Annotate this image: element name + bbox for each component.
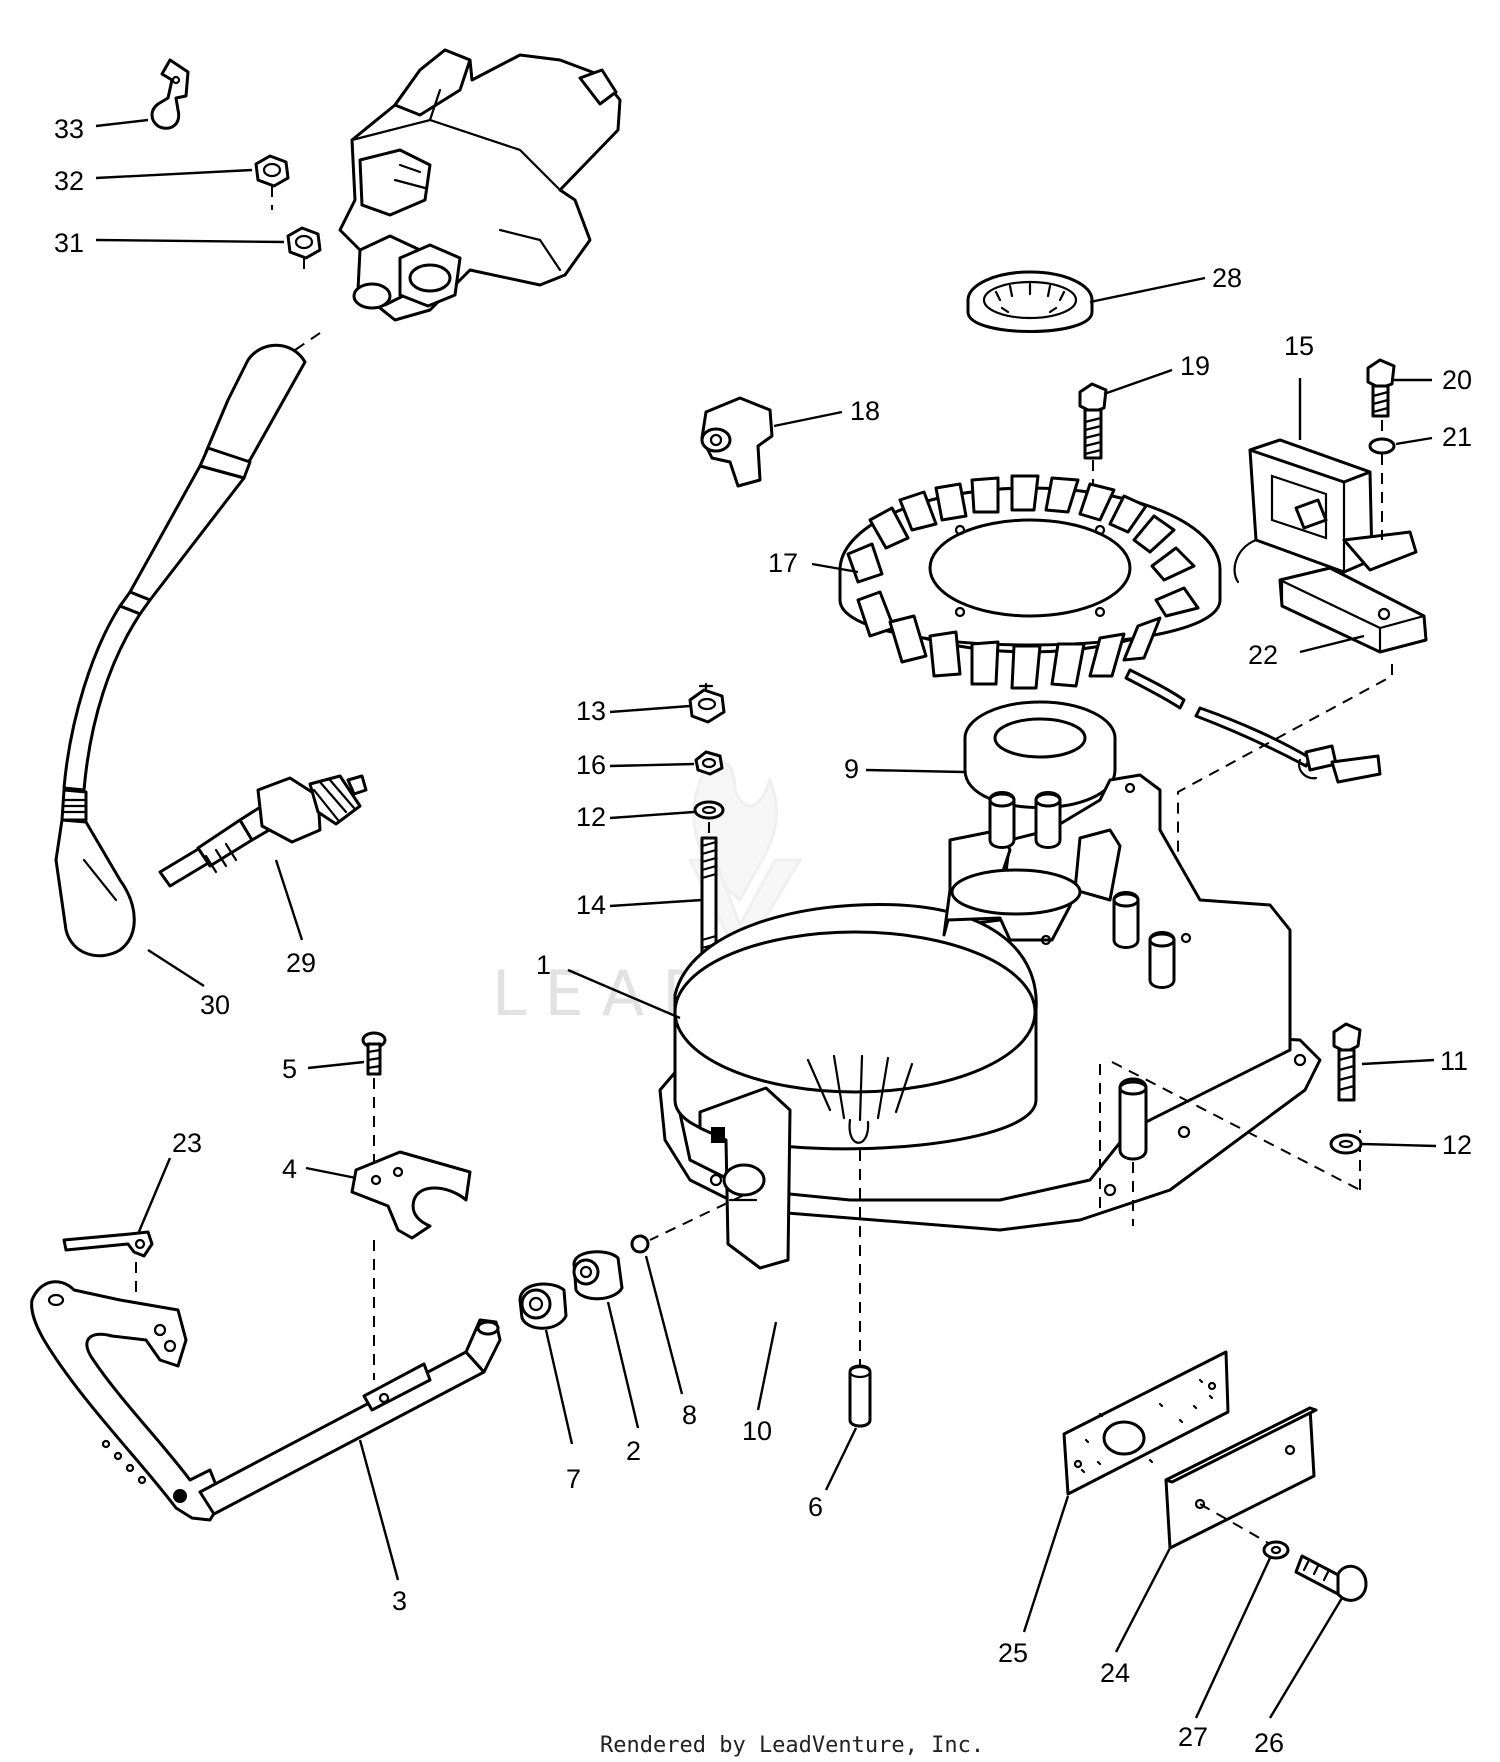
- leader-lines: [95, 118, 1437, 1719]
- part-18-cap: [700, 396, 774, 488]
- part-27-washer: [1262, 1540, 1290, 1560]
- part-7-seal: [518, 1282, 568, 1330]
- callout-31: 31: [54, 228, 84, 258]
- part-13-nut: [688, 682, 726, 724]
- callout-12-lower: 12: [1442, 1130, 1472, 1160]
- callout-10: 10: [742, 1416, 772, 1446]
- callout-15: 15: [1284, 331, 1314, 361]
- stator-coils: [846, 474, 1200, 690]
- callout-24: 24: [1100, 1658, 1130, 1688]
- part-15-regulator: [1233, 438, 1418, 584]
- ignition-coil: [338, 48, 622, 322]
- callout-33: 33: [54, 114, 84, 144]
- callout-17: 17: [768, 548, 798, 578]
- part-21-washer: [1368, 420, 1396, 540]
- callout-18: 18: [850, 396, 880, 426]
- part-1-housing: [673, 773, 1292, 1270]
- part-6-dowel-pin: [848, 1364, 872, 1428]
- part-29-spark-plug: [158, 774, 368, 888]
- part-30-spark-plug-lead: [54, 332, 321, 958]
- part-5-screw: [361, 1031, 387, 1170]
- callout-6: 6: [808, 1492, 823, 1522]
- part-26-bolt: [1294, 1554, 1368, 1602]
- callout-22: 22: [1248, 640, 1278, 670]
- part-9-spacer: [963, 700, 1117, 809]
- callout-4: 4: [282, 1154, 297, 1184]
- part-31-nut: [286, 226, 322, 260]
- part-12-washer-lower: [1329, 1133, 1363, 1155]
- callout-29: 29: [286, 948, 316, 978]
- callout-7: 7: [566, 1464, 581, 1494]
- callout-8: 8: [682, 1400, 697, 1430]
- callout-21: 21: [1442, 422, 1472, 452]
- part-20-bolt: [1366, 358, 1396, 418]
- callout-28: 28: [1212, 263, 1242, 293]
- part-17-stator: [838, 474, 1382, 784]
- callout-9: 9: [844, 754, 859, 784]
- part-23-clip: [62, 1230, 154, 1258]
- part-19-bolt: [1078, 382, 1108, 518]
- callout-25: 25: [998, 1638, 1028, 1668]
- callout-30: 30: [200, 990, 230, 1020]
- callout-16: 16: [576, 750, 606, 780]
- part-16-lockwasher: [694, 750, 724, 776]
- part-32-nut: [254, 154, 290, 188]
- part-4-retainer: [350, 1150, 472, 1240]
- part-8-ball: [630, 1234, 650, 1254]
- part-3-shaft-and-arm: [30, 1280, 502, 1522]
- part-24-plate: [1164, 1406, 1318, 1550]
- callout-11: 11: [1440, 1046, 1468, 1076]
- callout-32: 32: [54, 166, 84, 196]
- callout-14: 14: [576, 890, 606, 920]
- callout-19: 19: [1180, 351, 1210, 381]
- footer-credit: Rendered by LeadVenture, Inc.: [600, 1733, 984, 1758]
- callout-27: 27: [1178, 1722, 1208, 1752]
- callout-5: 5: [282, 1054, 297, 1084]
- callout-20: 20: [1442, 365, 1472, 395]
- callout-13: 13: [576, 696, 606, 726]
- part-12-washer-upper: [693, 800, 725, 820]
- part-2-bushing: [572, 1250, 624, 1301]
- part-22-bracket: [1278, 566, 1428, 654]
- callout-2: 2: [626, 1436, 641, 1466]
- part-25-gasket-plate: [1062, 1350, 1230, 1496]
- callout-3: 3: [392, 1586, 407, 1616]
- callout-23: 23: [172, 1128, 202, 1158]
- callout-12-upper: 12: [576, 802, 606, 832]
- callout-1: 1: [536, 950, 551, 980]
- callout-26: 26: [1254, 1728, 1284, 1758]
- part-28-seal: [966, 270, 1094, 333]
- callout-labels: 33 32 31 28 19 15 20 21 18 17 22 13 16 1…: [54, 114, 1472, 1758]
- part-11-bolt: [1332, 1022, 1362, 1102]
- part-33-clip: [150, 58, 190, 130]
